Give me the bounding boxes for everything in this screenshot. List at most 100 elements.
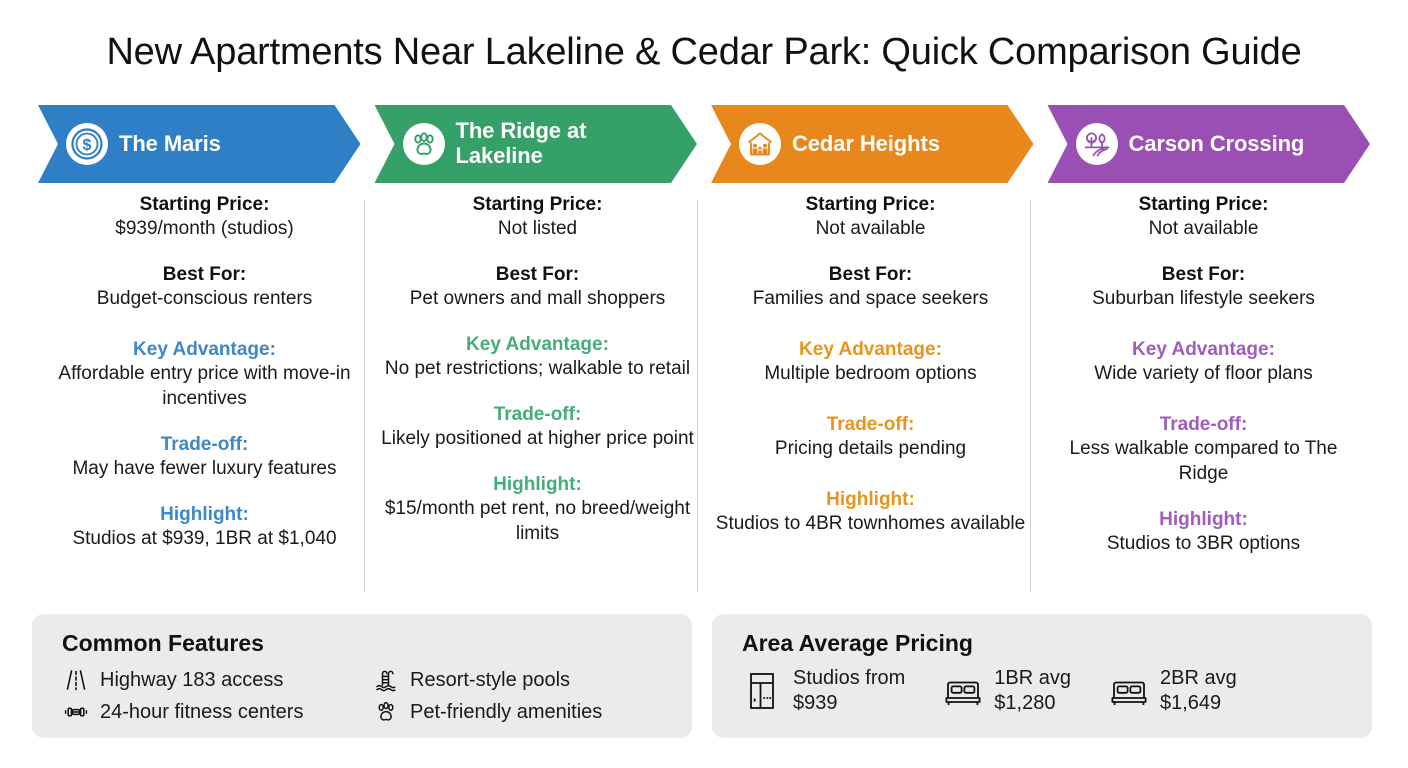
field-starting-price: Starting Price: Not listed: [381, 192, 694, 242]
list-item-label: 24-hour fitness centers: [100, 700, 304, 723]
field-trade-off: Trade-off: May have fewer luxury feature…: [48, 432, 361, 482]
list-item: 2BR avg $1,649: [1109, 666, 1237, 717]
field-label-best-for: Best For:: [828, 263, 913, 285]
field-value-highlight: $15/month pet rent, no breed/weight limi…: [384, 497, 691, 544]
field-starting-price: Starting Price: Not available: [714, 192, 1027, 242]
property-banner-label: The Ridge at Lakeline: [455, 118, 587, 168]
price-item-line1: 1BR avg: [994, 666, 1071, 689]
field-value-best-for: Budget-conscious renters: [96, 288, 313, 310]
price-item-line1: 2BR avg: [1159, 666, 1237, 689]
field-trade-off: Trade-off: Likely positioned at higher p…: [381, 402, 694, 452]
field-starting-price: Starting Price: Not available: [1047, 192, 1360, 242]
field-label-starting-price: Starting Price:: [1138, 194, 1269, 215]
svg-text:$: $: [83, 137, 92, 154]
price-item-text: 2BR avg $1,649: [1160, 666, 1237, 717]
field-value-starting-price: Not available: [1148, 218, 1259, 240]
paw-print-icon: [403, 123, 445, 165]
property-banner-carson-crossing[interactable]: Carson Crossing: [1048, 105, 1371, 183]
field-label-trade-off: Trade-off:: [826, 413, 915, 435]
field-key-advantage: Key Advantage: Wide variety of floor pla…: [1047, 337, 1360, 387]
field-label-trade-off: Trade-off:: [160, 433, 249, 455]
field-label-best-for: Best For:: [162, 263, 247, 285]
property-banner-label: Cedar Heights: [792, 130, 940, 156]
price-item-line2: $1,280: [994, 692, 1056, 715]
list-item: 24-hour fitness centers: [62, 698, 372, 726]
field-starting-price: Starting Price: $939/month (studios): [48, 192, 361, 242]
field-value-key-advantage: Affordable entry price with move-in ince…: [58, 362, 351, 409]
field-value-trade-off: Less walkable compared to The Ridge: [1069, 437, 1338, 484]
common-features-panel: Common Features Highway 183 access: [32, 614, 692, 738]
property-banner-cedar-heights[interactable]: Cedar Heights: [711, 105, 1034, 183]
field-trade-off: Trade-off: Less walkable compared to The…: [1047, 412, 1360, 487]
bed-icon: [943, 670, 983, 712]
common-features-title: Common Features: [62, 630, 264, 656]
field-value-highlight: Studios to 4BR townhomes available: [715, 512, 1026, 534]
list-item: Studios from $939: [742, 666, 905, 717]
list-item-label: Pet-friendly amenities: [410, 700, 603, 723]
list-item: Resort-style pools: [372, 666, 692, 694]
price-item-text: 1BR avg $1,280: [994, 666, 1071, 717]
highway-road-icon: [62, 666, 90, 694]
area-pricing-panel: Area Average Pricing: [712, 614, 1372, 738]
field-key-advantage: Key Advantage: Multiple bedroom options: [714, 337, 1027, 387]
field-label-highlight: Highlight:: [493, 473, 582, 495]
field-value-key-advantage: Wide variety of floor plans: [1094, 362, 1313, 384]
property-banner-label: Carson Crossing: [1128, 130, 1305, 156]
field-label-best-for: Best For:: [1161, 263, 1246, 285]
field-best-for: Best For: Budget-conscious renters: [48, 262, 361, 312]
field-label-key-advantage: Key Advantage:: [133, 338, 276, 360]
field-value-key-advantage: No pet restrictions; walkable to retail: [384, 357, 691, 379]
field-value-starting-price: $939/month (studios): [115, 218, 294, 240]
property-banner-label: The Maris: [119, 130, 221, 156]
field-value-starting-price: Not listed: [497, 218, 578, 240]
field-value-trade-off: May have fewer luxury features: [72, 457, 337, 479]
area-pricing-title: Area Average Pricing: [742, 630, 973, 656]
list-item-label: Highway 183 access: [100, 668, 284, 691]
field-value-highlight: Studios to 3BR options: [1106, 532, 1301, 554]
field-trade-off: Trade-off: Pricing details pending: [714, 412, 1027, 462]
comparison-column-the-ridge-at-lakeline: Starting Price: Not listed Best For: Pet…: [364, 192, 704, 596]
field-value-trade-off: Likely positioned at higher price point: [381, 427, 694, 449]
field-label-key-advantage: Key Advantage:: [466, 333, 609, 355]
paw-print-icon: [372, 698, 400, 726]
field-label-key-advantage: Key Advantage:: [799, 338, 942, 360]
field-label-starting-price: Starting Price:: [139, 194, 270, 215]
list-item: 1BR avg $1,280: [943, 666, 1071, 717]
comparison-column-cedar-heights: Starting Price: Not available Best For: …: [697, 192, 1037, 596]
field-highlight: Highlight: Studios to 3BR options: [1047, 507, 1360, 557]
field-value-starting-price: Not available: [815, 218, 926, 240]
price-item-text: Studios from $939: [793, 666, 905, 717]
list-item: Highway 183 access: [62, 666, 372, 694]
field-highlight: Highlight: $15/month pet rent, no breed/…: [381, 472, 694, 547]
page-title: New Apartments Near Lakeline & Cedar Par…: [106, 31, 1302, 73]
comparison-columns: Starting Price: $939/month (studios) Bes…: [38, 192, 1370, 596]
pool-ladder-icon: [372, 666, 400, 694]
list-item: Pet-friendly amenities: [372, 698, 692, 726]
field-value-best-for: Families and space seekers: [752, 288, 989, 310]
comparison-column-carson-crossing: Starting Price: Not available Best For: …: [1030, 192, 1370, 596]
field-label-starting-price: Starting Price:: [472, 194, 603, 215]
area-pricing-list: Studios from $939 1BR avg $1,280: [742, 666, 1372, 717]
price-item-line2: $1,649: [1159, 692, 1222, 715]
dumbbell-icon: [62, 698, 90, 726]
field-label-key-advantage: Key Advantage:: [1132, 338, 1275, 360]
property-banner-the-maris[interactable]: $ The Maris: [38, 105, 361, 183]
field-best-for: Best For: Pet owners and mall shoppers: [381, 262, 694, 312]
list-item-label: Resort-style pools: [410, 668, 571, 691]
price-item-line1: Studios from: [793, 666, 906, 689]
field-label-trade-off: Trade-off:: [1159, 413, 1248, 435]
field-value-best-for: Suburban lifestyle seekers: [1092, 288, 1315, 310]
field-label-highlight: Highlight:: [826, 488, 915, 510]
field-value-highlight: Studios at $939, 1BR at $1,040: [72, 527, 337, 549]
field-label-highlight: Highlight:: [160, 503, 249, 525]
dollar-coin-icon: $: [66, 123, 108, 165]
field-label-starting-price: Starting Price:: [805, 194, 936, 215]
field-key-advantage: Key Advantage: Affordable entry price wi…: [48, 337, 361, 412]
field-label-best-for: Best For:: [495, 263, 580, 285]
field-value-best-for: Pet owners and mall shoppers: [409, 288, 666, 310]
field-label-highlight: Highlight:: [1159, 508, 1248, 530]
bed-icon: [1109, 670, 1149, 712]
property-banner-the-ridge-at-lakeline[interactable]: The Ridge at Lakeline: [375, 105, 698, 183]
family-house-icon: [739, 123, 781, 165]
field-label-trade-off: Trade-off:: [493, 403, 582, 425]
